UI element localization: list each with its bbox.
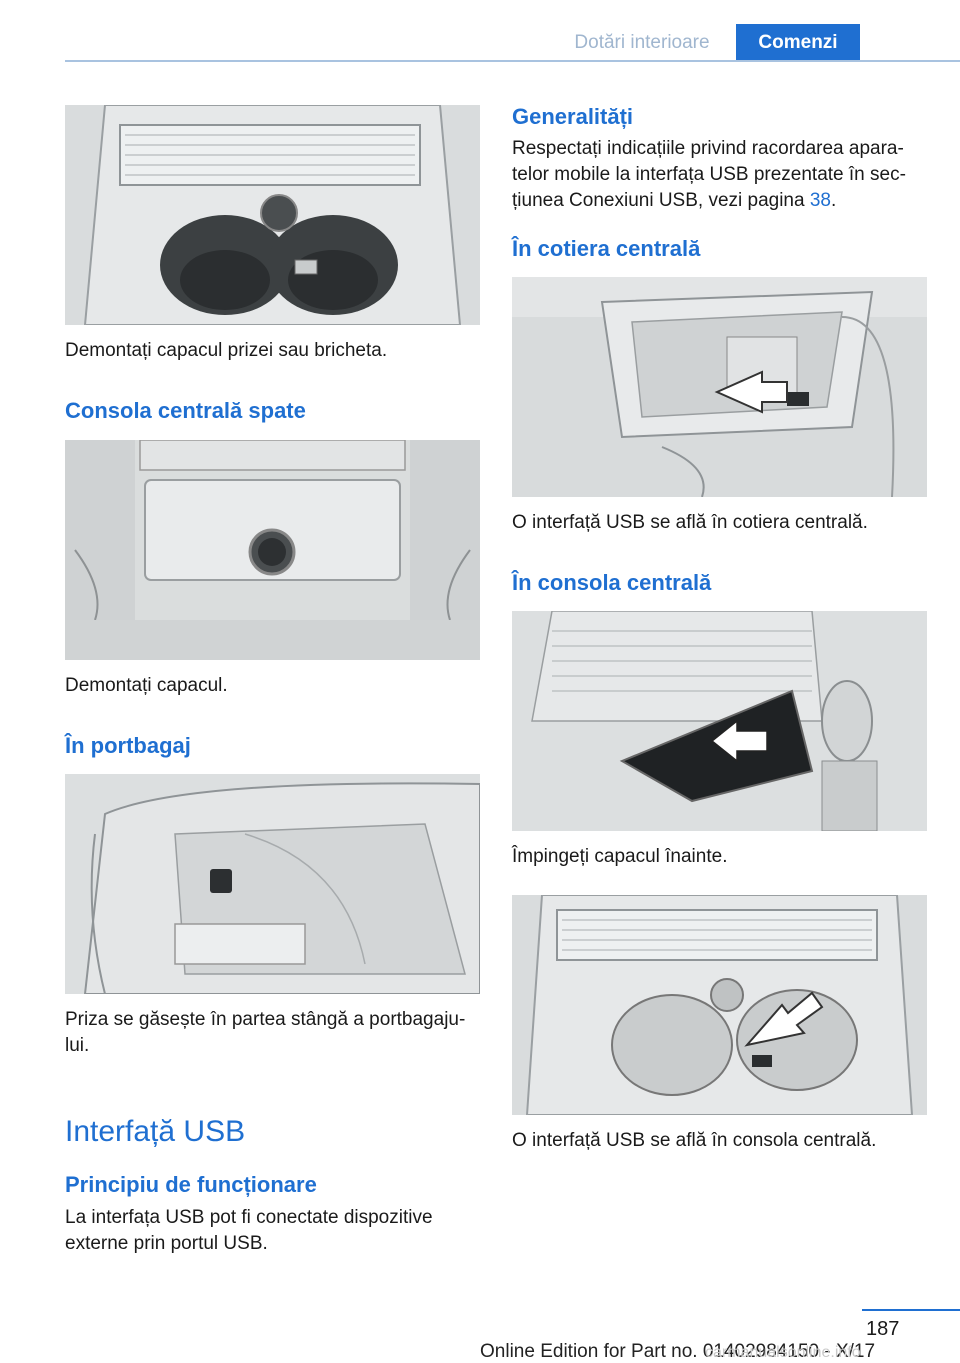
caption-remove-cover: Demontați capacul prizei sau bricheta. [65,340,388,361]
page-number: 187 [866,1318,900,1340]
photo-console-usb [512,895,927,1115]
general-text-a: Respectați indicațiile privind racordare… [512,138,904,159]
header-rule [65,60,960,62]
caption-push-cover: Împingeți capacul înainte. [512,846,728,867]
photo-cupholder-socket [65,105,480,325]
general-text-c: țiunea Conexiuni USB, vezi pagina 38. [512,188,836,214]
photo-console-cover [512,611,927,831]
heading-usb-interface: Interfață USB [65,1115,246,1148]
edition-note: Online Edition for Part no. 01402984150 … [480,1341,876,1362]
heading-armrest: În cotiera centrală [512,236,701,261]
heading-console: În consola centrală [512,570,712,595]
heading-rear-console: Consola centrală spate [65,398,306,423]
watermark: carmanualsonline.info [705,1344,861,1361]
photo-rear-console [65,440,480,660]
heading-trunk: În portbagaj [65,733,191,758]
caption-trunk-a: Priza se găsește în partea stângă a port… [65,1009,466,1030]
caption-console-usb: O interfață USB se află în consola centr… [512,1130,877,1151]
principle-text-a: La interfața USB pot fi conectate dispoz… [65,1207,433,1228]
chapter-tab: Comenzi [736,24,860,62]
caption-remove-cover-2: Demontați capacul. [65,675,228,696]
general-text-c2: . [831,190,837,211]
general-text-c1: țiunea Conexiuni USB, vezi pagina [512,190,810,211]
photo-trunk [65,774,480,994]
section-tab: Dotări interioare [574,32,710,53]
general-text-b: telor mobile la interfața USB prezentate… [512,164,906,185]
page-link[interactable]: 38 [809,190,831,211]
footer-rule [862,1309,960,1311]
photo-armrest [512,277,927,497]
heading-general: Generalități [512,104,634,129]
caption-trunk-b: lui. [65,1035,90,1056]
principle-text-b: externe prin portul USB. [65,1233,268,1254]
caption-armrest: O interfață USB se află în cotiera centr… [512,512,868,533]
heading-principle: Principiu de funcționare [65,1172,317,1197]
